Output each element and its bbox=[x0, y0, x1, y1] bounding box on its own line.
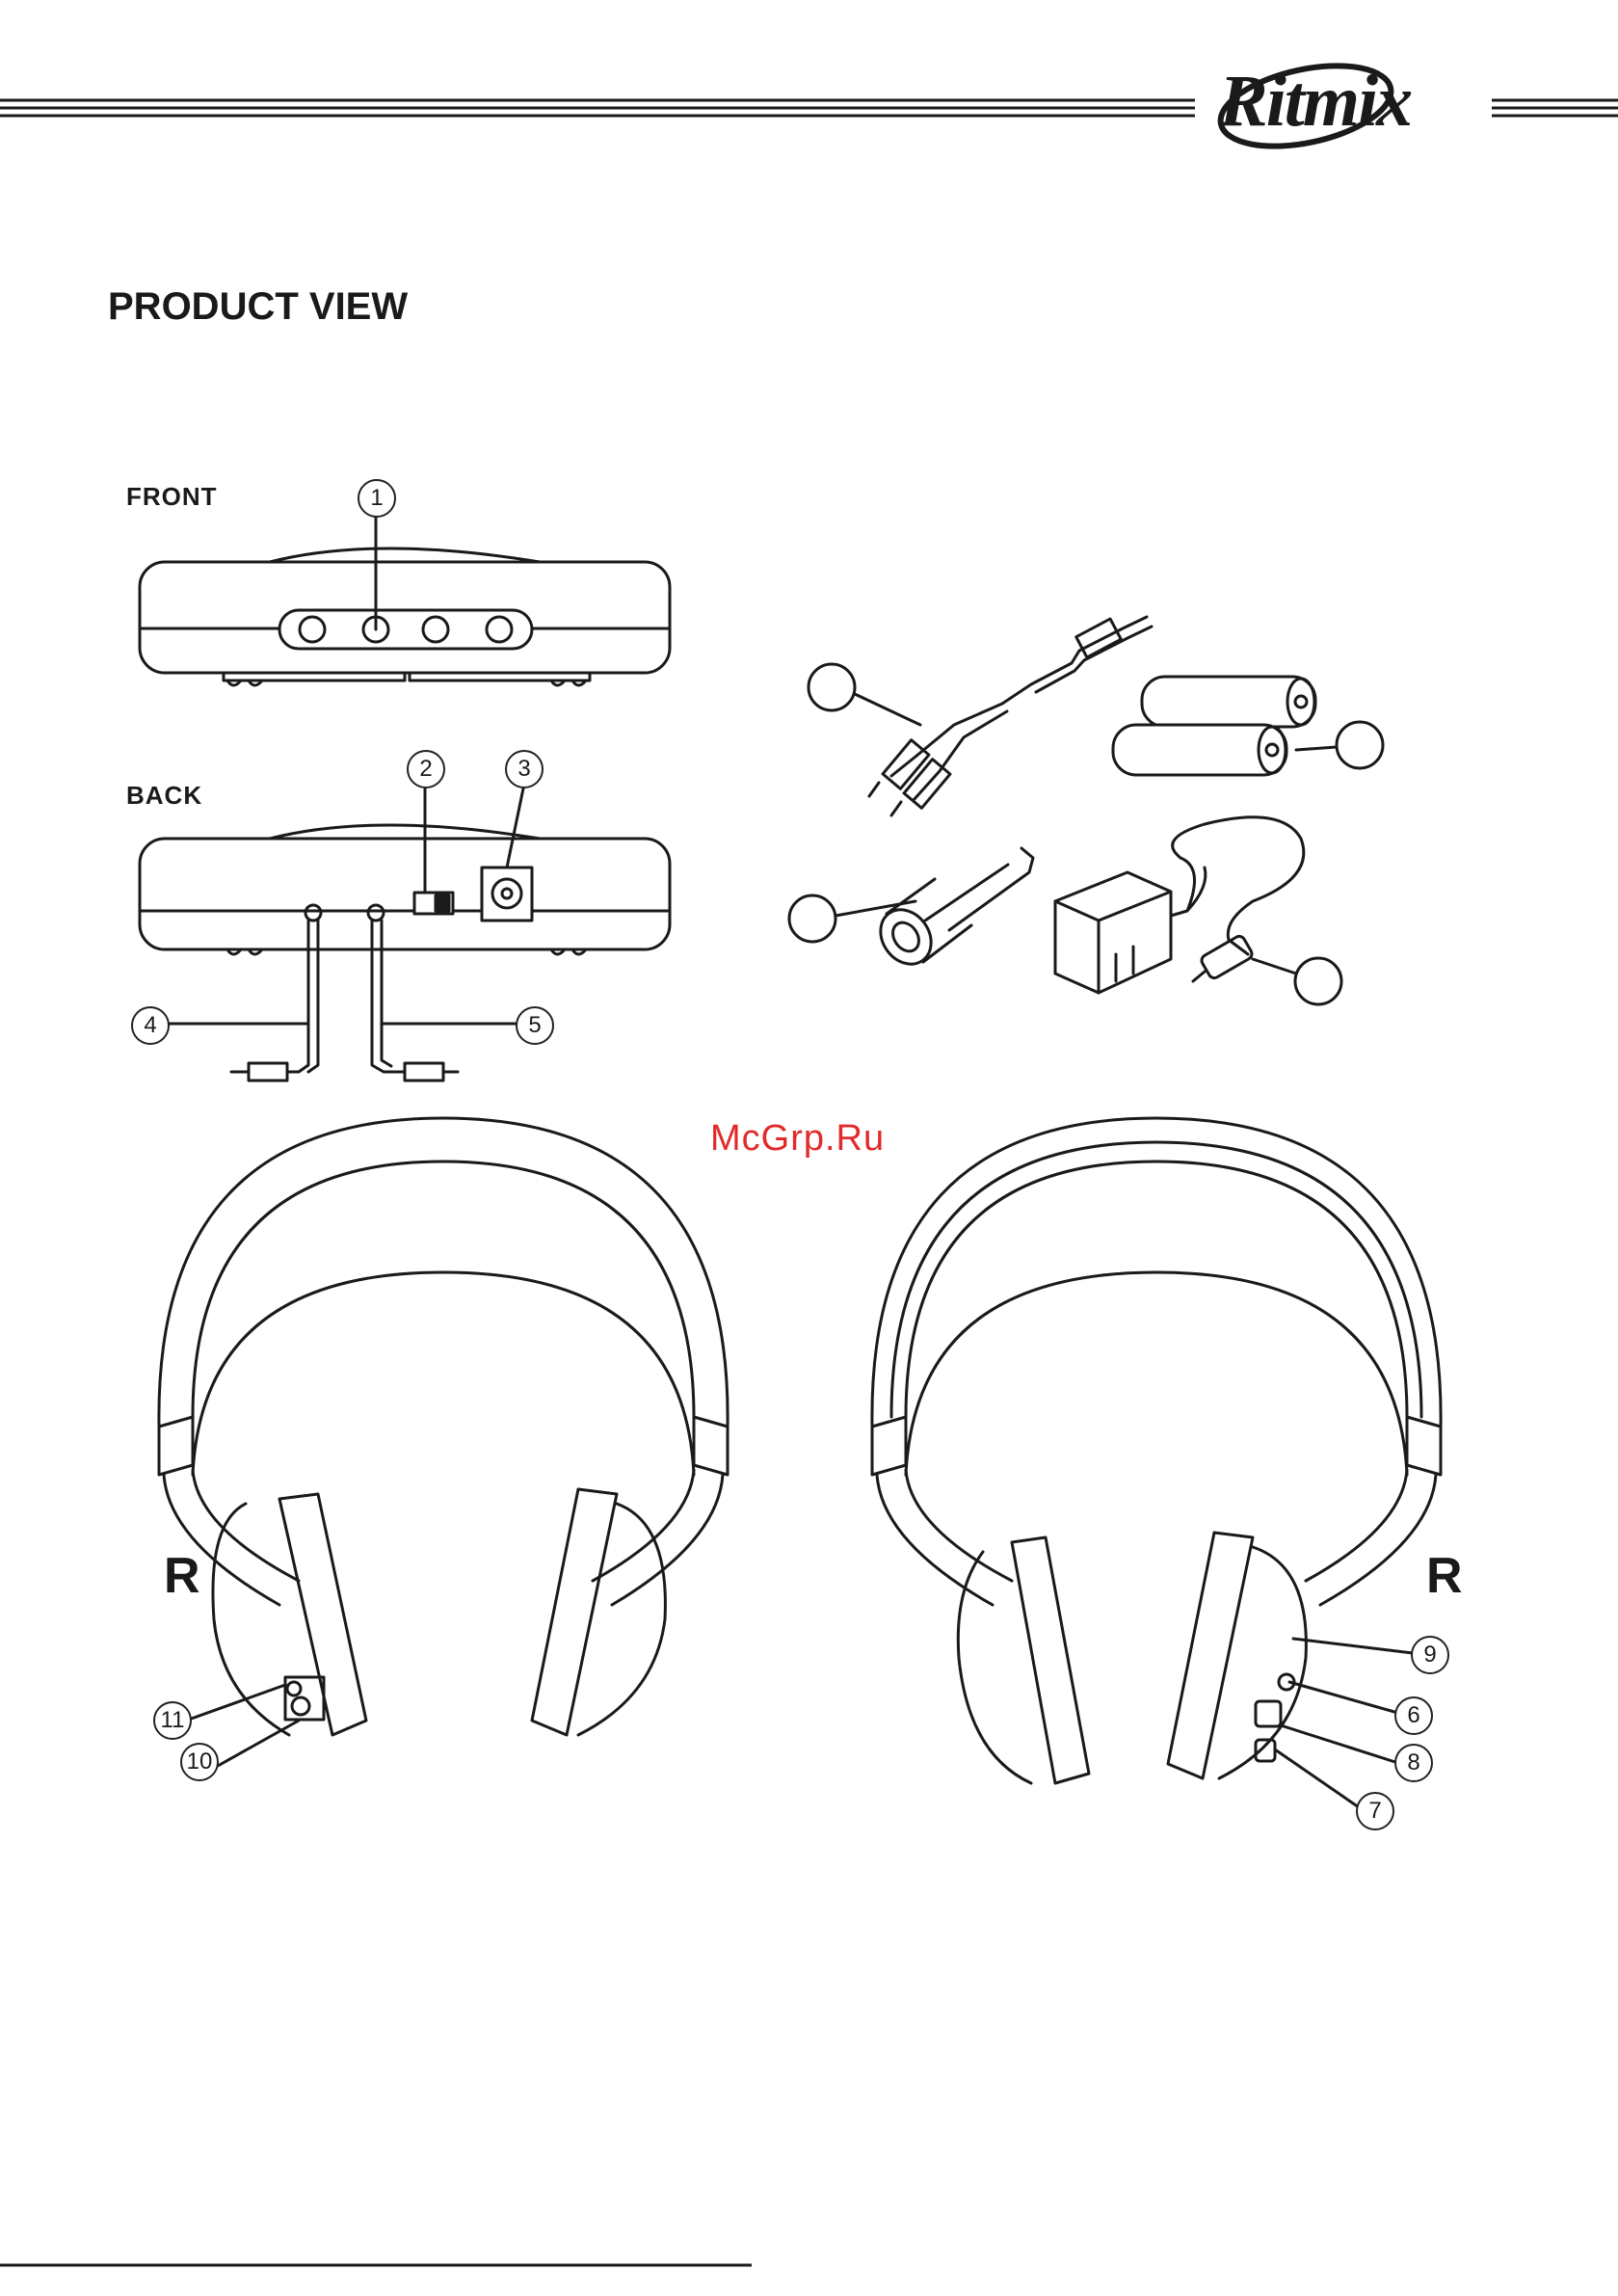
callout-6: 6 bbox=[1394, 1696, 1433, 1735]
callout-10: 10 bbox=[180, 1743, 219, 1781]
side-mark-left: R bbox=[164, 1547, 200, 1605]
callout-11: 11 bbox=[153, 1701, 192, 1740]
callout-5: 5 bbox=[516, 1006, 554, 1045]
callout-2: 2 bbox=[407, 750, 445, 788]
callout-7: 7 bbox=[1356, 1792, 1394, 1830]
callout-1: 1 bbox=[358, 479, 396, 518]
headphones-right-icon bbox=[872, 1118, 1441, 1783]
transmitter-back bbox=[140, 788, 670, 1081]
callout-leaders bbox=[186, 1639, 1413, 1807]
rca-cable-icon bbox=[809, 617, 1152, 815]
headphones-left-icon bbox=[159, 1118, 728, 1735]
callout-9: 9 bbox=[1411, 1636, 1449, 1674]
aaa-battery-icon bbox=[1113, 677, 1383, 775]
side-mark-right: R bbox=[1426, 1547, 1463, 1605]
callout-8: 8 bbox=[1394, 1744, 1433, 1782]
transmitter-front bbox=[140, 513, 670, 685]
power-adapter-icon bbox=[1055, 817, 1341, 1004]
callout-3: 3 bbox=[505, 750, 544, 788]
jack-adapter-icon bbox=[789, 848, 1033, 974]
callout-4: 4 bbox=[131, 1006, 170, 1045]
watermark: McGrp.Ru bbox=[710, 1118, 885, 1160]
